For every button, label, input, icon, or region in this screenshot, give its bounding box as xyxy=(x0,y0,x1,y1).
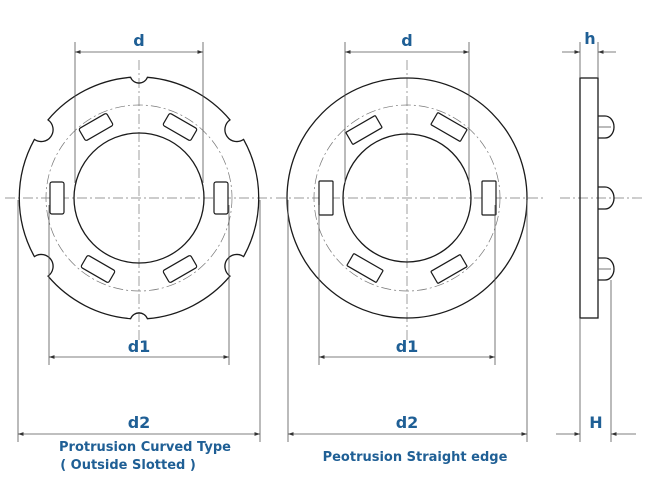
protrusion-slot xyxy=(78,113,114,141)
protrusion-slot xyxy=(213,181,229,215)
protrusion-slot xyxy=(162,255,198,283)
label-d1: d1 xyxy=(396,337,419,356)
washer-straight-edge: d d1 d2 Peotrusion Straight edge xyxy=(276,31,545,465)
label-d: d xyxy=(401,31,412,50)
caption-curved-type: Protrusion Curved Type xyxy=(59,440,231,455)
inner-hole xyxy=(342,133,472,263)
inner-hole xyxy=(73,132,205,264)
outer-edge-notched xyxy=(18,76,260,320)
dimension-h: h xyxy=(562,29,616,78)
label-d: d xyxy=(133,31,144,50)
protrusion-slot xyxy=(346,253,384,283)
protrusion-slots xyxy=(49,113,229,283)
label-d2: d2 xyxy=(396,413,419,432)
protrusion-slot xyxy=(481,180,497,216)
label-d1: d1 xyxy=(128,337,151,356)
label-d2: d2 xyxy=(128,413,151,432)
dimension-d2-left: d2 xyxy=(17,200,261,442)
washer-curved-type: d d1 d2 Protrusion Curved Type ( Outside… xyxy=(5,31,275,473)
protrusion-slot xyxy=(430,112,468,142)
protrusion-slots xyxy=(318,112,497,284)
dimension-H: H xyxy=(556,280,636,442)
protrusion-slot xyxy=(49,181,65,215)
side-profile xyxy=(579,77,599,319)
protrusion-slot xyxy=(318,180,334,216)
pitch-circle xyxy=(45,104,233,292)
side-protrusion xyxy=(598,115,615,139)
label-h: h xyxy=(584,29,595,48)
protrusion-slot xyxy=(430,254,468,284)
protrusion-slot xyxy=(80,255,116,283)
side-protrusions xyxy=(598,115,615,281)
dimension-d-middle: d xyxy=(344,31,470,183)
dimension-d1-left: d1 xyxy=(48,205,230,365)
caption-outside-slotted: ( Outside Slotted ) xyxy=(60,458,196,473)
pitch-circle xyxy=(313,104,501,292)
dimension-d2-middle: d2 xyxy=(287,200,528,442)
dimension-d1-middle: d1 xyxy=(318,205,496,365)
protrusion-slot xyxy=(345,115,383,145)
side-protrusion xyxy=(598,257,615,281)
caption-straight-edge: Peotrusion Straight edge xyxy=(323,450,508,465)
label-H: H xyxy=(589,413,602,432)
outer-edge xyxy=(286,77,528,319)
dimension-d-left: d xyxy=(74,31,204,183)
washer-side-view: h H xyxy=(556,29,645,442)
side-protrusion xyxy=(598,186,615,210)
protrusion-slot xyxy=(162,113,198,141)
